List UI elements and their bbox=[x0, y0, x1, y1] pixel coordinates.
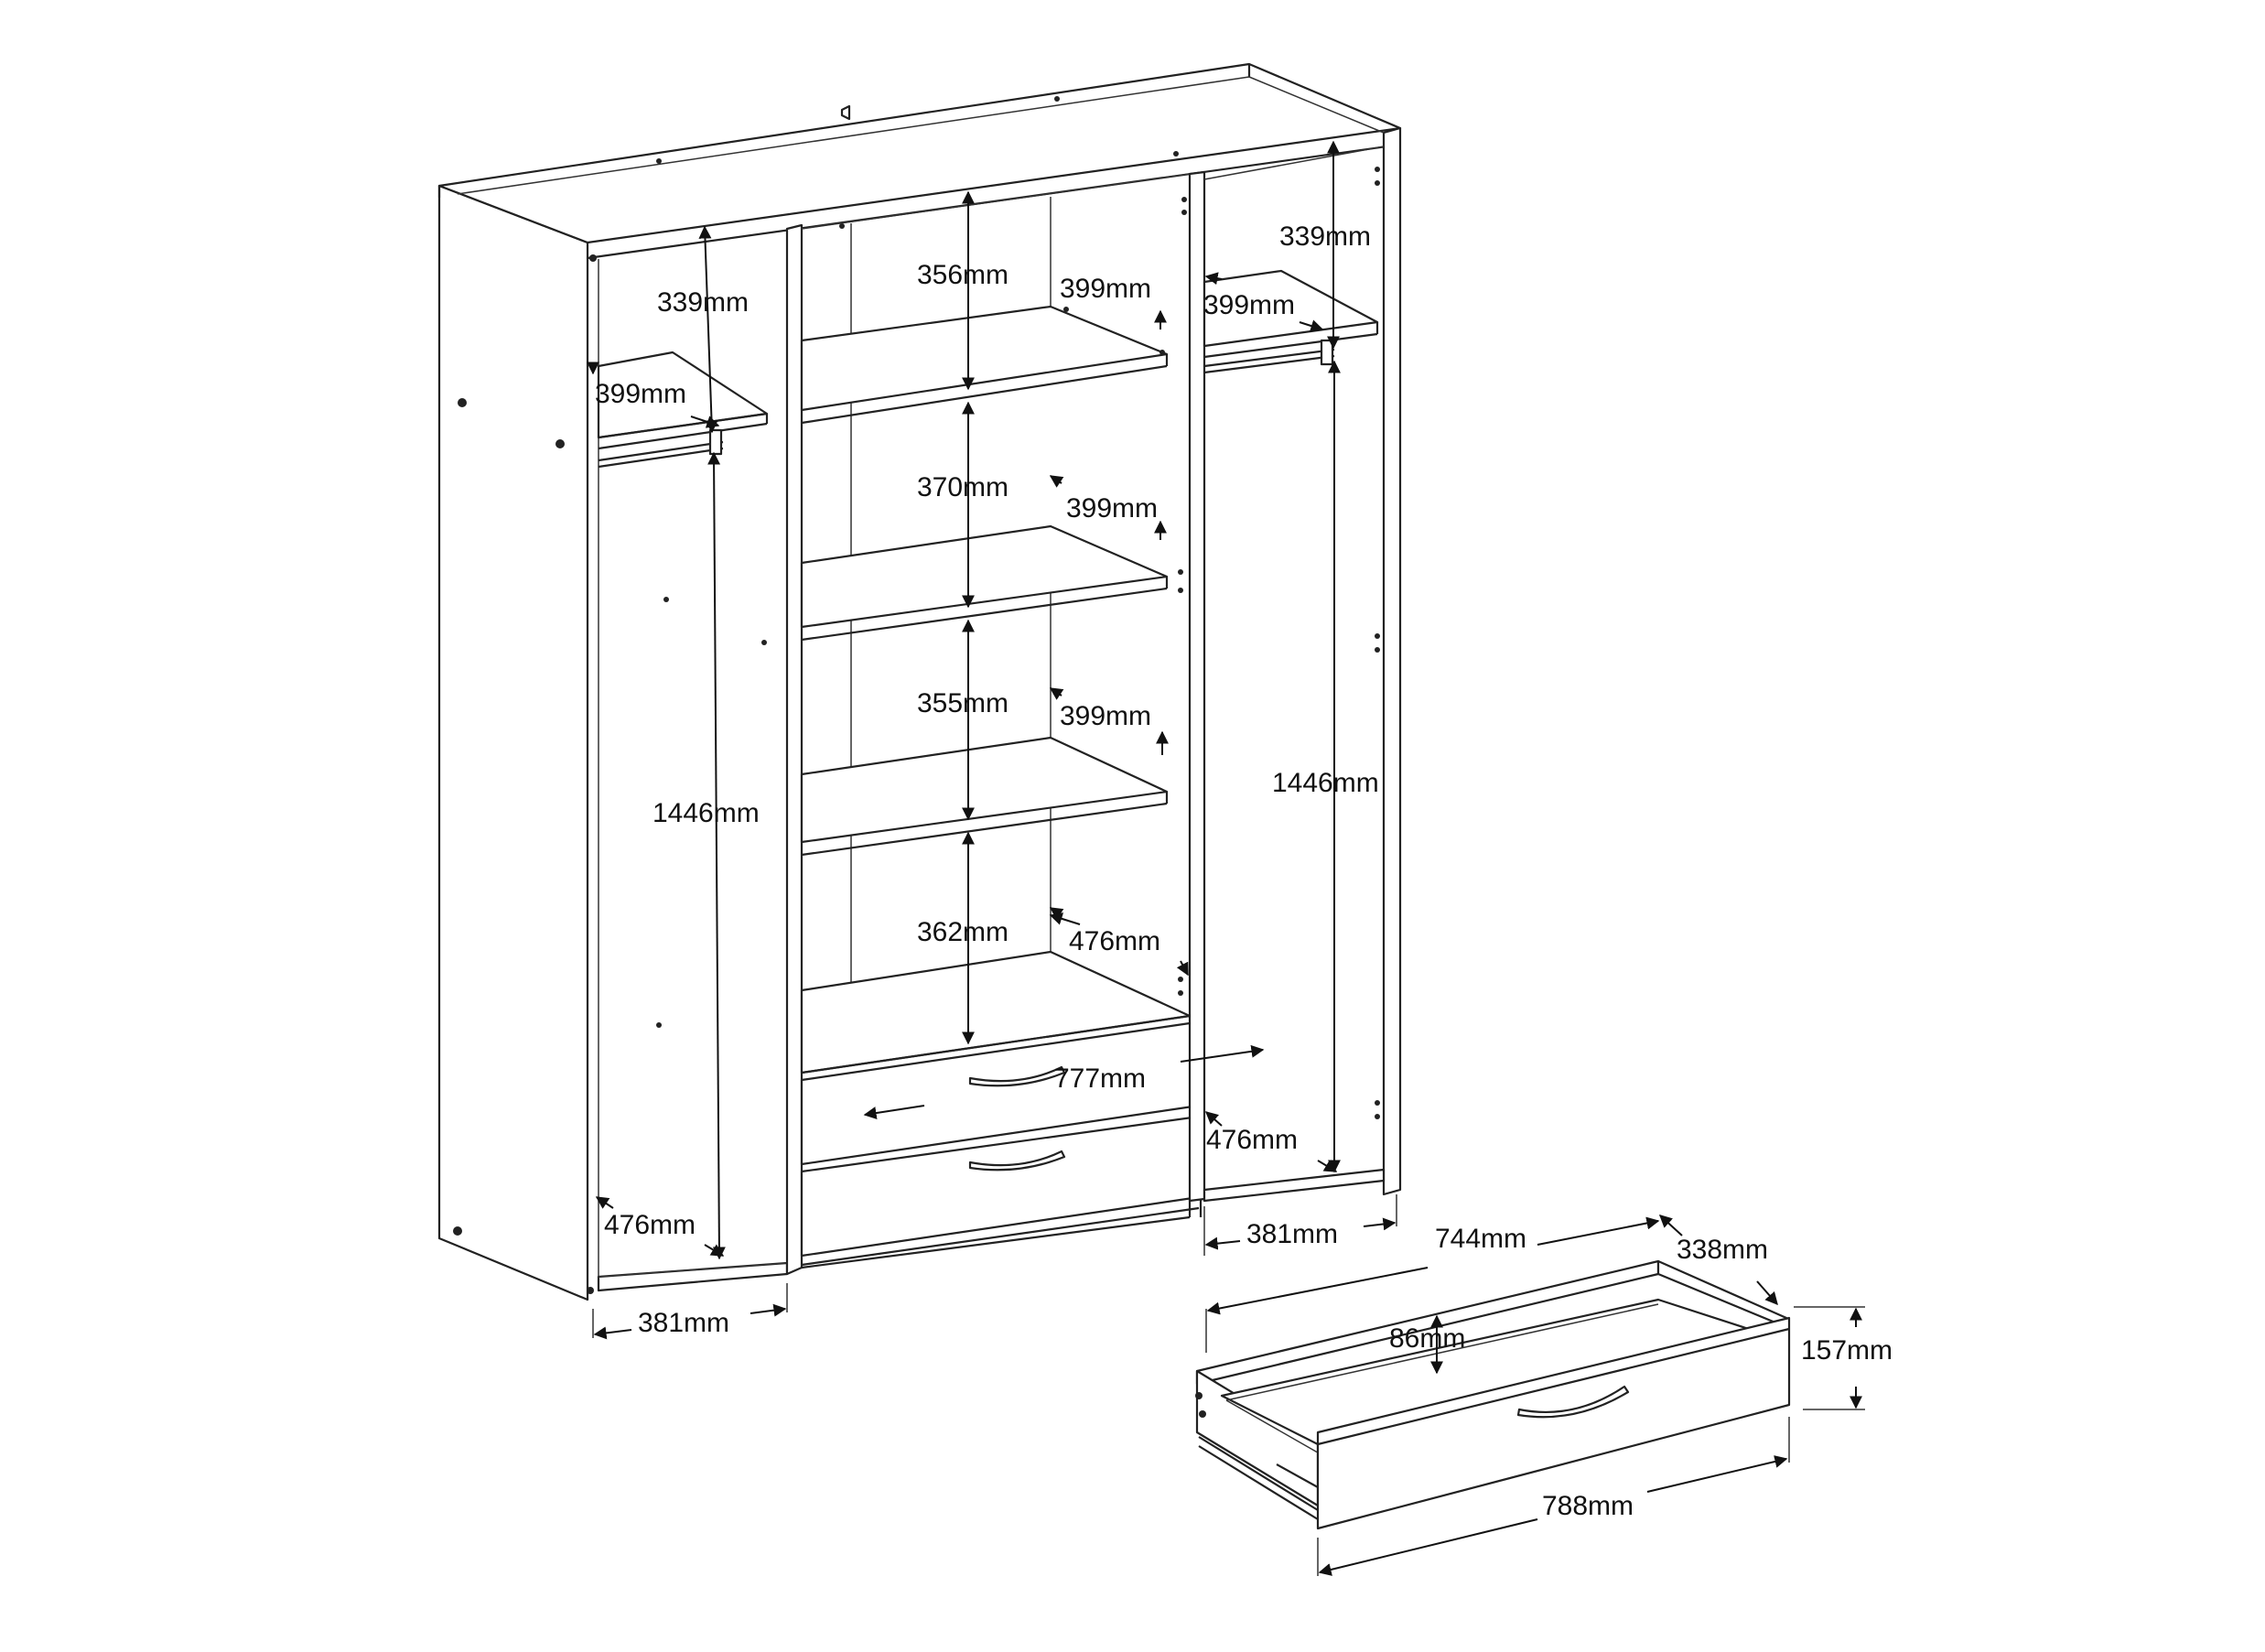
label-right-top-clearance: 339mm bbox=[1279, 221, 1371, 252]
label-drawer-front-height: 157mm bbox=[1801, 1335, 1893, 1366]
label-right-shelf-depth: 399mm bbox=[1203, 290, 1295, 320]
drawer-upper-handle bbox=[968, 1065, 1066, 1087]
right-hanging-rail bbox=[1203, 348, 1335, 368]
label-center-shelf1-height: 356mm bbox=[917, 260, 1008, 290]
right-bottom-panel bbox=[1203, 1168, 1386, 1203]
dimension-lines bbox=[587, 140, 1397, 1340]
label-right-hanging-height: 1446mm bbox=[1272, 768, 1379, 798]
label-left-width: 381mm bbox=[638, 1308, 729, 1338]
label-drawer-inner-height: 86mm bbox=[1389, 1323, 1465, 1354]
label-drawer-inner-width: 744mm bbox=[1435, 1224, 1526, 1254]
center-left-divider bbox=[785, 223, 804, 1276]
label-center-shelf3-height: 355mm bbox=[917, 688, 1008, 718]
assembly-holes bbox=[453, 96, 1380, 1294]
label-center-shelf2-height: 370mm bbox=[917, 472, 1008, 502]
label-center-shelf3-depth: 399mm bbox=[1060, 701, 1151, 731]
label-drawer-depth: 338mm bbox=[1677, 1235, 1768, 1265]
label-drawer-front-width: 788mm bbox=[1542, 1491, 1634, 1521]
drawer-front-handle bbox=[1516, 1385, 1630, 1419]
label-right-width: 381mm bbox=[1246, 1219, 1338, 1249]
left-side-panel bbox=[437, 184, 589, 1301]
left-hanging-rail bbox=[598, 440, 724, 462]
label-center-shelf2-depth: 399mm bbox=[1066, 493, 1158, 524]
left-bottom-panel bbox=[597, 1261, 789, 1292]
center-right-divider bbox=[1188, 170, 1206, 1203]
drawer-lower-handle bbox=[968, 1150, 1066, 1172]
label-center-shelf1-depth: 399mm bbox=[1060, 274, 1151, 304]
label-left-bottom-depth: 476mm bbox=[604, 1210, 696, 1240]
drawer-runner bbox=[1198, 1436, 1319, 1511]
label-right-bottom-depth: 476mm bbox=[1206, 1125, 1298, 1155]
drawer-front bbox=[1316, 1316, 1791, 1530]
right-side-panel bbox=[1382, 126, 1402, 1196]
drawer-dimension-lines bbox=[1205, 1215, 1865, 1576]
top-connector bbox=[840, 104, 851, 121]
center-shelf-2 bbox=[800, 524, 1169, 629]
wardrobe-drawers bbox=[800, 1021, 1203, 1267]
label-left-hanging-height: 1446mm bbox=[653, 798, 760, 828]
wardrobe-body bbox=[437, 62, 1402, 1301]
label-left-shelf-depth: 399mm bbox=[595, 379, 686, 409]
dimension-labels: 339mm 399mm 1446mm 476mm 381mm 356mm 399… bbox=[595, 221, 1893, 1521]
label-center-shelf4-height: 362mm bbox=[917, 917, 1008, 947]
center-shelf-3 bbox=[800, 736, 1169, 844]
top-panel bbox=[437, 62, 1402, 244]
label-center-bottom-depth: 476mm bbox=[1069, 926, 1160, 956]
detached-drawer bbox=[1195, 1259, 1791, 1530]
label-left-top-clearance: 339mm bbox=[657, 287, 749, 318]
label-center-width: 777mm bbox=[1054, 1064, 1146, 1094]
